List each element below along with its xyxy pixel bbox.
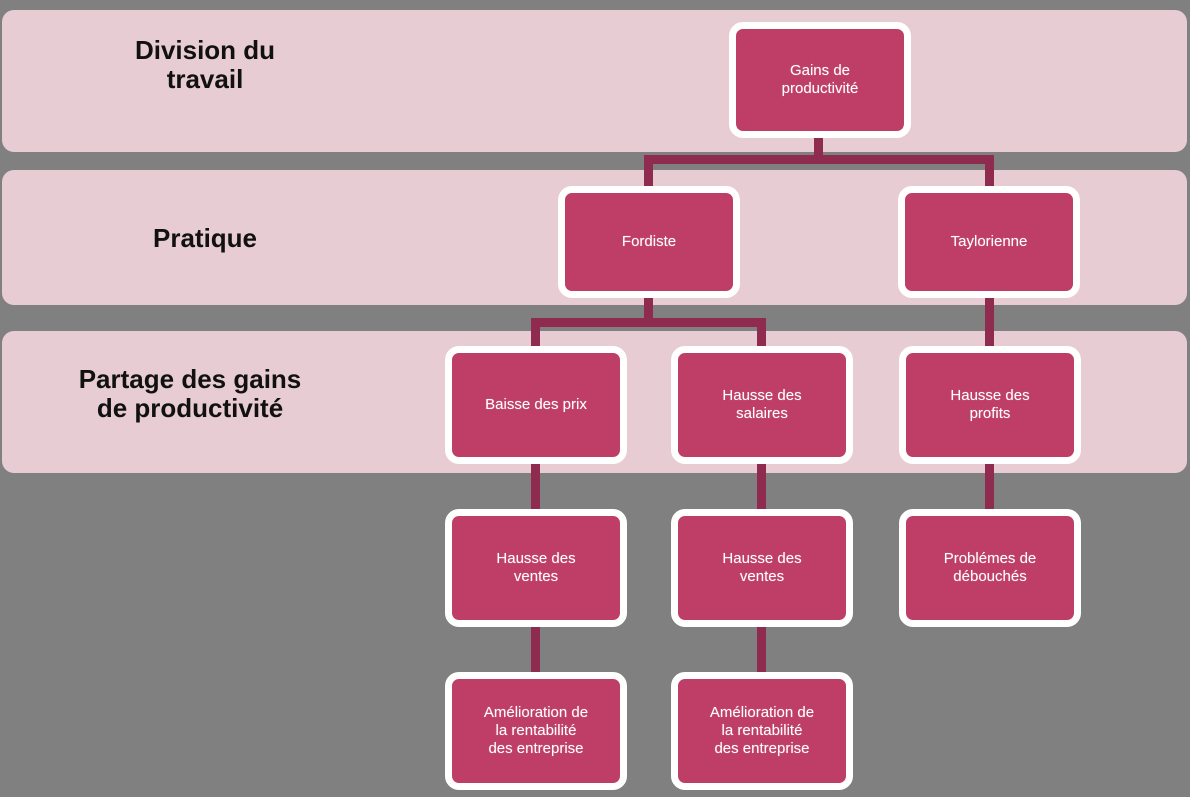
connector-ventes-to-amelioration-left — [531, 620, 540, 682]
band-division-du-travail — [2, 10, 1187, 152]
node-label: Taylorienne — [950, 232, 1028, 250]
connector-baisse-des-prix-to-hausse-des-ventes — [531, 458, 540, 520]
node-label: Hausse des ventes — [496, 549, 576, 585]
node-hausse-des-profits[interactable]: Hausse des profits — [899, 346, 1081, 464]
node-amelioration-rentabilite-2[interactable]: Amélioration de la rentabilité des entre… — [671, 672, 853, 790]
node-hausse-des-ventes-1[interactable]: Hausse des ventes — [445, 509, 627, 627]
connector-level1-horizontal-bus — [644, 155, 994, 164]
node-label: Amélioration de la rentabilité des entre… — [483, 703, 589, 758]
node-gains-de-productivite[interactable]: Gains de productivité — [729, 22, 911, 138]
connector-to-baisse-des-prix — [531, 318, 540, 354]
connector-hausse-des-salaires-to-hausse-des-ventes — [757, 458, 766, 520]
node-taylorienne[interactable]: Taylorienne — [898, 186, 1080, 298]
connector-fordiste-down-stub — [644, 292, 653, 320]
connector-to-taylorienne — [985, 155, 994, 192]
band-label-partage-des-gains: Partage des gains de productivité — [78, 364, 302, 424]
node-fordiste[interactable]: Fordiste — [558, 186, 740, 298]
node-label: Hausse des salaires — [722, 386, 802, 422]
band-label-division-du-travail: Division du travail — [134, 35, 276, 95]
node-label: Baisse des prix — [485, 395, 587, 413]
connector-taylorienne-to-hausse-des-profits — [985, 292, 994, 354]
node-label: Amélioration de la rentabilité des entre… — [709, 703, 815, 758]
connector-to-fordiste — [644, 155, 653, 192]
connector-gains-down-stub — [814, 132, 823, 160]
node-baisse-des-prix[interactable]: Baisse des prix — [445, 346, 627, 464]
node-amelioration-rentabilite-1[interactable]: Amélioration de la rentabilité des entre… — [445, 672, 627, 790]
node-label: Problémes de débouchés — [943, 549, 1037, 585]
node-label: Gains de productivité — [781, 61, 859, 97]
node-label: Hausse des profits — [950, 386, 1030, 422]
node-hausse-des-ventes-2[interactable]: Hausse des ventes — [671, 509, 853, 627]
band-label-pratique: Pratique — [152, 223, 258, 253]
connector-to-hausse-des-salaires — [757, 318, 766, 354]
node-label: Hausse des ventes — [722, 549, 802, 585]
connector-ventes-to-amelioration-middle — [757, 620, 766, 682]
connector-level2-horizontal-bus — [531, 318, 766, 327]
node-problemes-de-debouches[interactable]: Problémes de débouchés — [899, 509, 1081, 627]
connector-hausse-des-profits-to-problemes — [985, 458, 994, 520]
node-hausse-des-salaires[interactable]: Hausse des salaires — [671, 346, 853, 464]
node-label: Fordiste — [621, 232, 677, 250]
